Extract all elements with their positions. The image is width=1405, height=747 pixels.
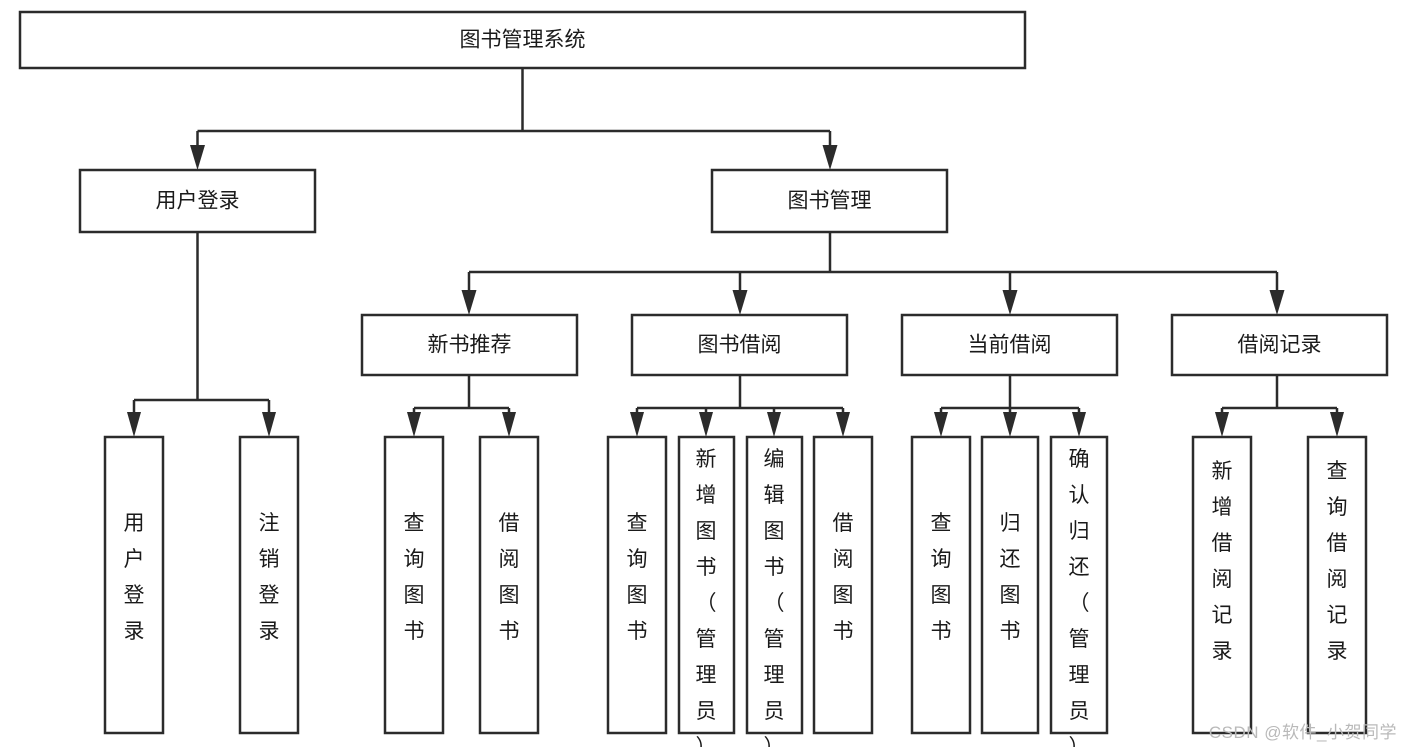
node-book-borrow[interactable]: 图书借阅	[630, 313, 849, 377]
node-leaf-confirm-return-label: 确认归还（管理员）	[1069, 448, 1090, 747]
node-leaf-borrow-book-1-box[interactable]	[478, 435, 540, 735]
node-leaf-query-book-3-label: 查询图书	[931, 512, 952, 643]
node-leaf-edit-book[interactable]: 编辑图书（管理员）	[745, 435, 804, 747]
node-leaf-confirm-return[interactable]: 确认归还（管理员）	[1049, 435, 1109, 747]
connector-group-book-borrow-to-leaves	[630, 375, 850, 437]
node-leaf-query-record[interactable]: 查询借阅记录	[1306, 435, 1368, 735]
arrowhead-current-borrow	[1002, 290, 1018, 315]
arrowhead-leaf-add-record	[1215, 412, 1229, 437]
arrowhead-leaf-edit-book	[767, 412, 781, 437]
node-leaf-add-book-label: 新增图书（管理员）	[696, 448, 717, 747]
node-book-management-label: 图书管理	[788, 190, 872, 213]
node-leaf-user-login[interactable]: 用户登录	[103, 435, 165, 735]
node-leaf-borrow-book-2-label: 借阅图书	[833, 512, 854, 643]
connector-group-current-borrow-to-leaves	[934, 375, 1086, 437]
node-leaf-add-book[interactable]: 新增图书（管理员）	[677, 435, 736, 747]
connector-group-root-to-level2	[190, 68, 838, 170]
node-leaf-borrow-book-2-box[interactable]	[812, 435, 874, 735]
node-user-login[interactable]: 用户登录	[78, 168, 317, 234]
node-leaf-query-book-2[interactable]: 查询图书	[606, 435, 668, 735]
node-leaf-add-record-box[interactable]	[1191, 435, 1253, 735]
node-current-borrow-box[interactable]	[900, 313, 1119, 377]
arrowhead-user-login	[190, 145, 205, 170]
node-leaf-logout-login-box[interactable]	[238, 435, 300, 735]
node-leaf-query-record-box[interactable]	[1306, 435, 1368, 735]
node-leaf-logout-login-label: 注销登录	[259, 512, 280, 643]
arrowhead-leaf-borrow-book-1	[502, 412, 516, 437]
connector-group-user-login-to-leaves	[127, 232, 276, 437]
arrowhead-leaf-return-book	[1003, 412, 1017, 437]
node-leaf-edit-book-label: 编辑图书（管理员）	[764, 448, 785, 747]
node-leaf-borrow-book-1[interactable]: 借阅图书	[478, 435, 540, 735]
node-book-borrow-box[interactable]	[630, 313, 849, 377]
node-leaf-query-book-3[interactable]: 查询图书	[910, 435, 972, 735]
node-leaf-query-book-1-label: 查询图书	[404, 512, 425, 643]
node-root[interactable]: 图书管理系统	[18, 10, 1027, 70]
csdn-watermark: CSDN @软件_小贺同学	[1208, 723, 1397, 742]
arrowhead-leaf-query-record	[1330, 412, 1344, 437]
node-leaf-return-book-box[interactable]	[980, 435, 1040, 735]
arrowhead-leaf-confirm-return	[1072, 412, 1086, 437]
node-leaf-add-record-label: 新增借阅记录	[1212, 460, 1233, 663]
node-leaf-return-book-label: 归还图书	[1000, 512, 1021, 643]
node-new-book-recommend-label: 新书推荐	[428, 334, 512, 357]
arrowhead-leaf-add-book	[699, 412, 713, 437]
node-root-label: 图书管理系统	[460, 29, 586, 52]
node-book-management[interactable]: 图书管理	[710, 168, 949, 234]
node-borrow-record[interactable]: 借阅记录	[1170, 313, 1389, 377]
node-book-management-box[interactable]	[710, 168, 949, 234]
arrowhead-book-borrow	[732, 290, 748, 315]
node-leaf-add-book-box[interactable]	[677, 435, 736, 735]
arrowhead-leaf-query-book-3	[934, 412, 948, 437]
arrowhead-new-book-recommend	[461, 290, 477, 315]
node-leaf-query-book-2-label: 查询图书	[627, 512, 648, 643]
node-leaf-return-book[interactable]: 归还图书	[980, 435, 1040, 735]
arrowhead-borrow-record	[1269, 290, 1285, 315]
node-leaf-query-record-label: 查询借阅记录	[1327, 460, 1348, 663]
node-leaf-user-login-box[interactable]	[103, 435, 165, 735]
node-leaf-edit-book-box[interactable]	[745, 435, 804, 735]
node-leaf-borrow-book-1-label: 借阅图书	[499, 512, 520, 643]
node-leaf-add-record[interactable]: 新增借阅记录	[1191, 435, 1253, 735]
node-current-borrow-label: 当前借阅	[968, 334, 1052, 357]
connector-group-new-book-recommend-to-leaves	[407, 375, 516, 437]
node-leaf-borrow-book-2[interactable]: 借阅图书	[812, 435, 874, 735]
node-book-borrow-label: 图书借阅	[698, 334, 782, 357]
node-new-book-recommend[interactable]: 新书推荐	[360, 313, 579, 377]
node-borrow-record-box[interactable]	[1170, 313, 1389, 377]
node-user-login-box[interactable]	[78, 168, 317, 234]
arrowhead-leaf-logout-login	[262, 412, 276, 437]
node-leaf-query-book-2-box[interactable]	[606, 435, 668, 735]
connector-group-book-management-to-level3	[461, 232, 1285, 315]
node-leaf-query-book-1[interactable]: 查询图书	[383, 435, 445, 735]
node-leaf-logout-login[interactable]: 注销登录	[238, 435, 300, 735]
node-user-login-label: 用户登录	[156, 190, 240, 213]
node-new-book-recommend-box[interactable]	[360, 313, 579, 377]
node-current-borrow[interactable]: 当前借阅	[900, 313, 1119, 377]
connector-group-borrow-record-to-leaves	[1215, 375, 1344, 437]
node-leaf-confirm-return-box[interactable]	[1049, 435, 1109, 735]
arrowhead-leaf-query-book-1	[407, 412, 421, 437]
arrowhead-leaf-borrow-book-2	[836, 412, 850, 437]
node-leaf-user-login-label: 用户登录	[124, 512, 145, 643]
node-root-box[interactable]	[18, 10, 1027, 70]
arrowhead-book-management	[822, 145, 838, 170]
node-leaf-query-book-1-box[interactable]	[383, 435, 445, 735]
arrowhead-leaf-user-login	[127, 412, 141, 437]
arrowhead-leaf-query-book-2	[630, 412, 644, 437]
node-borrow-record-label: 借阅记录	[1238, 334, 1322, 357]
node-leaf-query-book-3-box[interactable]	[910, 435, 972, 735]
